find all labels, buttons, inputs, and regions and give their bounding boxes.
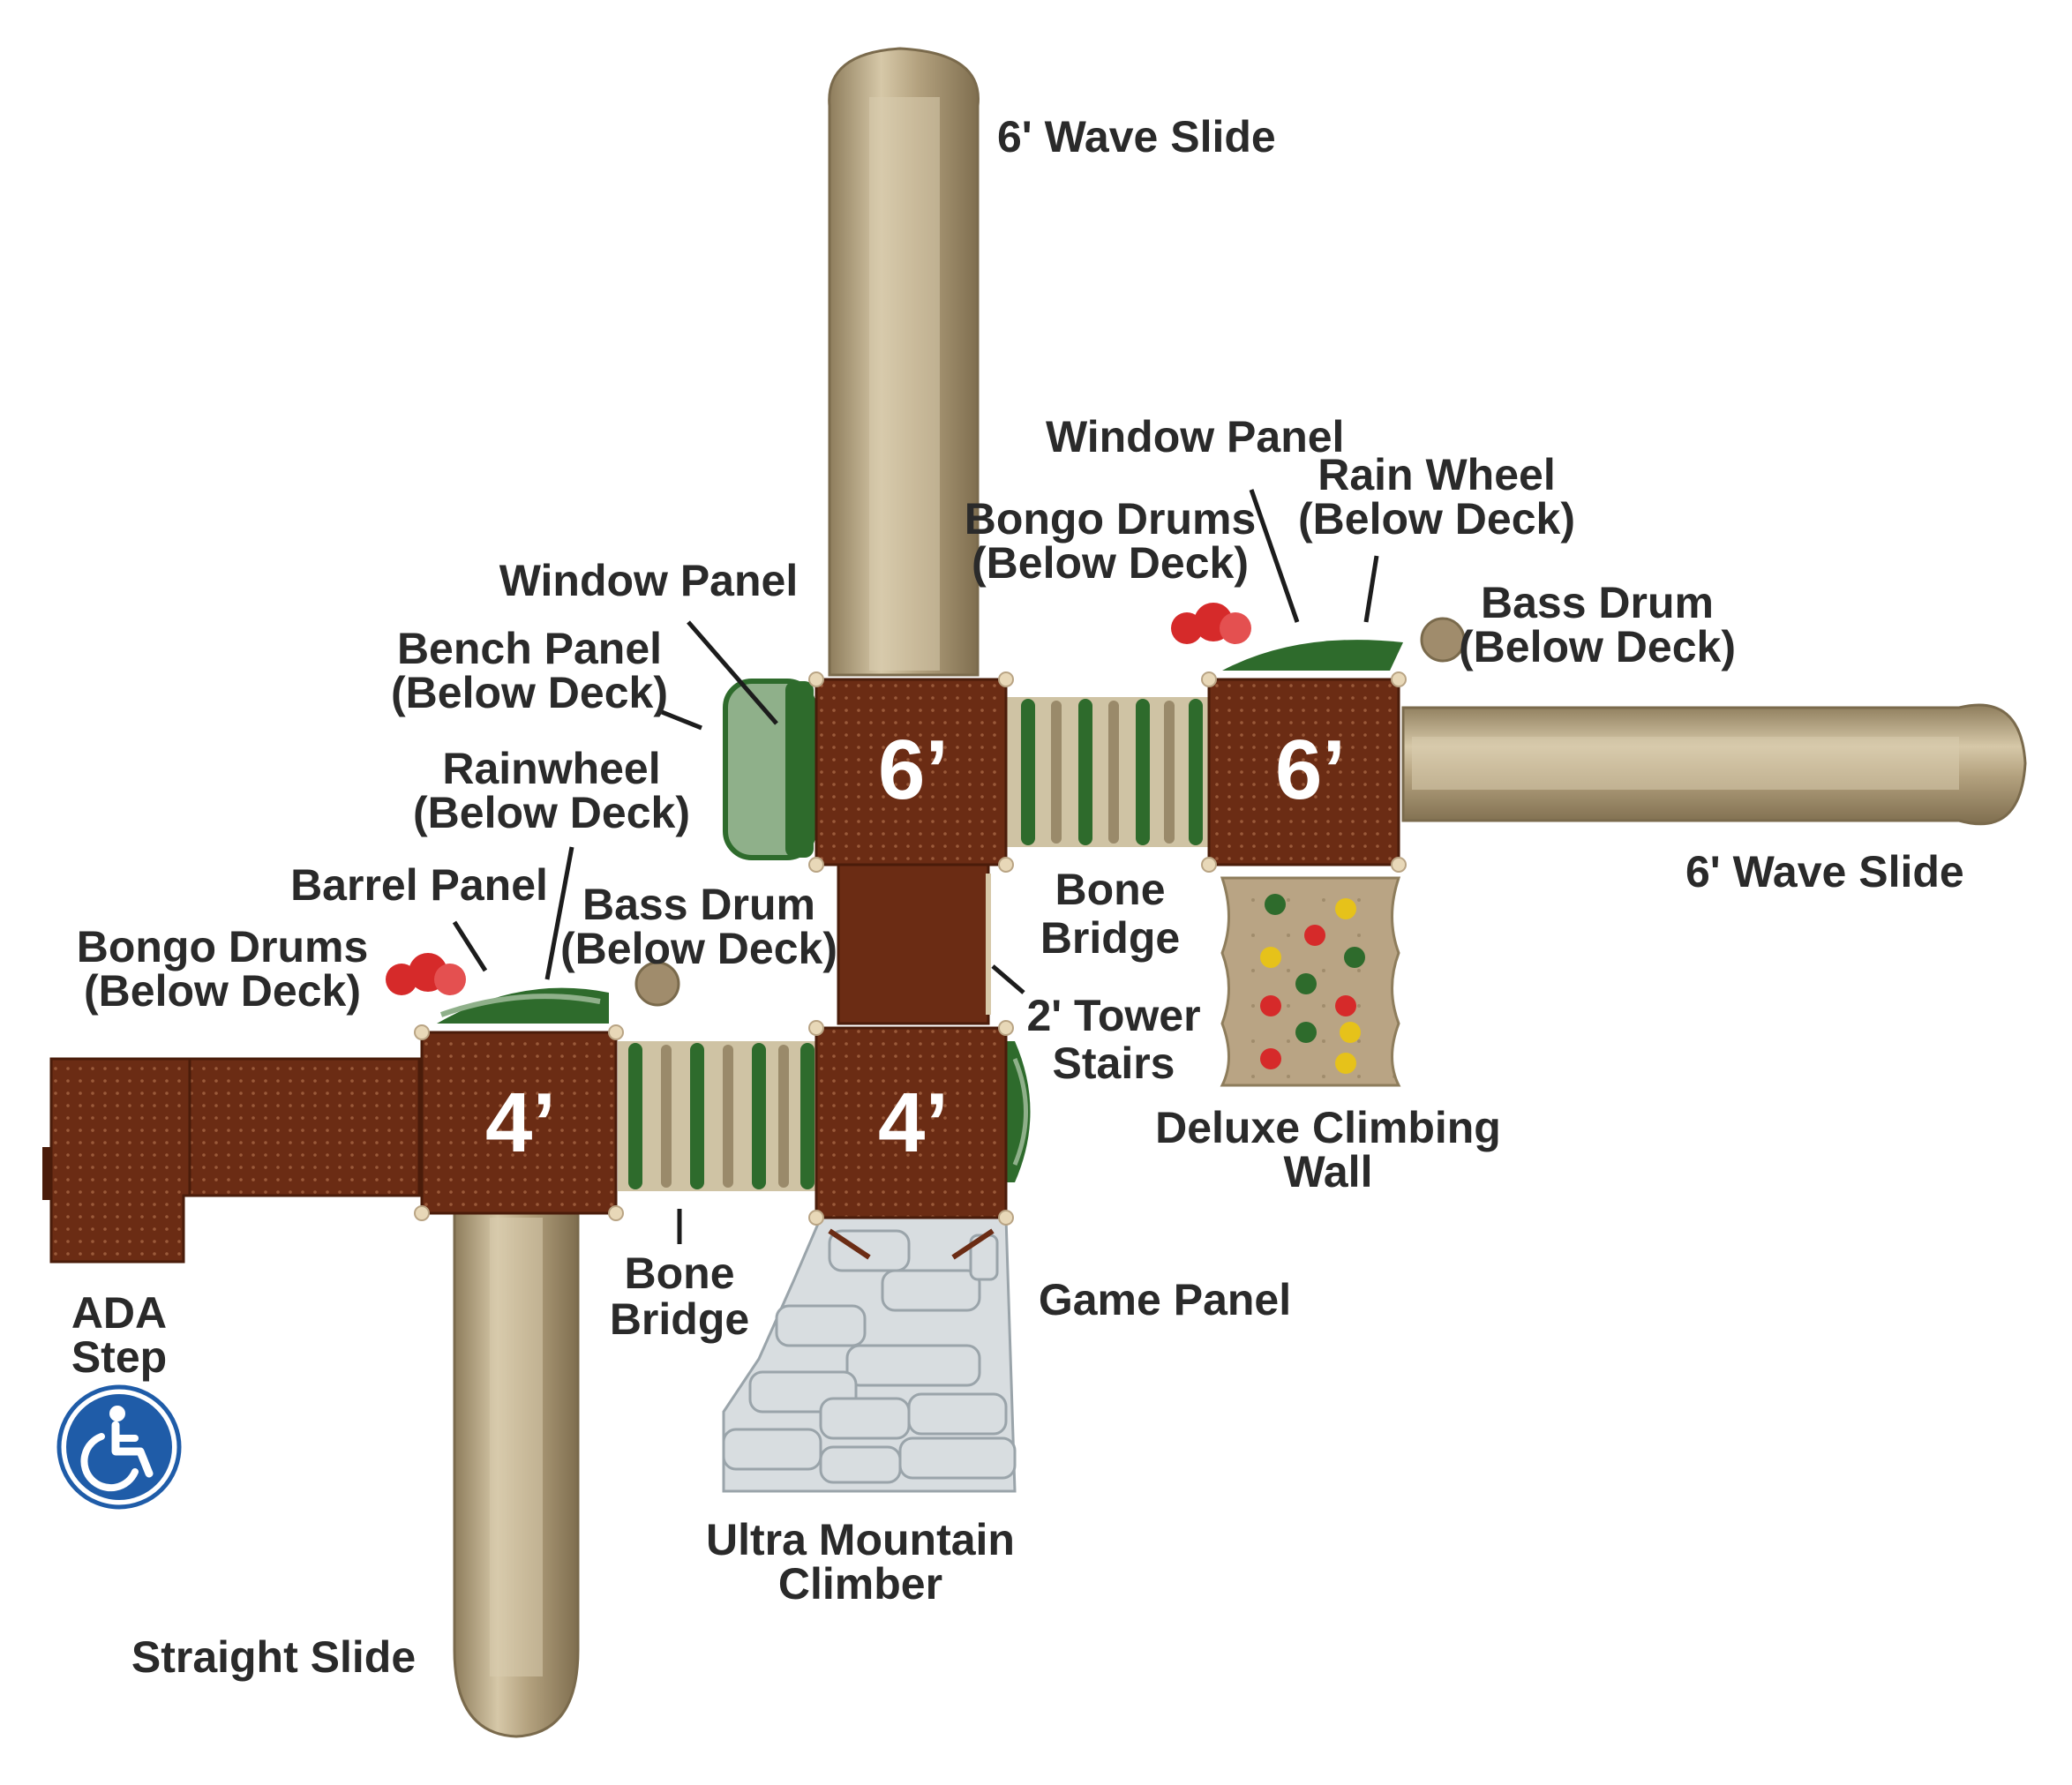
deluxe-climbing-wall xyxy=(1220,876,1401,1087)
ada-step-platform xyxy=(42,1057,421,1264)
label-wave-slide-right: 6' Wave Slide xyxy=(1685,847,1964,896)
bone-bridge-lower xyxy=(618,1041,821,1191)
deck-4-left: 4’ xyxy=(420,1031,618,1215)
ultra-mountain-climber xyxy=(722,1216,1017,1493)
label-bongo-drums-left-sub: (Below Deck) xyxy=(84,966,361,1016)
window-panel-right xyxy=(1222,640,1403,671)
label-ada-step: ADA xyxy=(71,1288,167,1338)
label-bone-bridge-lower-sub: Bridge xyxy=(610,1294,749,1344)
game-panel-side xyxy=(1004,1041,1031,1182)
label-bongo-drums-upper: Bongo Drums xyxy=(965,494,1257,544)
label-bone-bridge-upper-sub: Bridge xyxy=(1040,913,1180,963)
wave-slide-right xyxy=(1401,703,2027,826)
label-ultra-climber-sub: Climber xyxy=(778,1559,942,1609)
label-window-panel-left: Window Panel xyxy=(499,556,798,605)
label-bench-panel: Bench Panel xyxy=(397,624,662,673)
wheelchair-icon xyxy=(56,1384,182,1510)
label-ultra-climber: Ultra Mountain xyxy=(706,1515,1015,1564)
label-climbing-wall: Deluxe Climbing xyxy=(1155,1103,1501,1152)
svg-text:4’: 4’ xyxy=(485,1076,556,1170)
label-straight-slide: Straight Slide xyxy=(131,1632,416,1682)
deck-6-left: 6’ xyxy=(815,678,1008,866)
label-rainwheel-left-sub: (Below Deck) xyxy=(413,788,690,837)
deck-4-right: 4’ xyxy=(815,1026,1008,1219)
leader-lines xyxy=(452,489,1379,1244)
svg-text:6’: 6’ xyxy=(1275,723,1346,817)
bongo-drums-upper xyxy=(1171,603,1251,644)
bench-panel xyxy=(723,679,816,860)
label-window-panel-right: Window Panel xyxy=(1046,412,1344,461)
deck-6-right: 6’ xyxy=(1207,678,1400,866)
label-tower-stairs-sub: Stairs xyxy=(1053,1039,1175,1088)
tower-stairs-ramp xyxy=(837,863,990,1025)
label-game-panel: Game Panel xyxy=(1039,1275,1291,1324)
label-barrel-panel: Barrel Panel xyxy=(290,860,548,910)
label-ada-step-sub: Step xyxy=(71,1332,167,1382)
label-bench-panel-sub: (Below Deck) xyxy=(391,668,668,717)
bass-drum-right xyxy=(1420,617,1466,663)
label-rain-wheel: Rain Wheel xyxy=(1318,450,1555,499)
svg-text:6’: 6’ xyxy=(878,723,949,817)
label-bongo-drums-left: Bongo Drums xyxy=(77,922,369,971)
bone-bridge-upper xyxy=(1006,697,1209,847)
label-bone-bridge-lower: Bone xyxy=(625,1249,735,1298)
label-bone-bridge-upper: Bone xyxy=(1055,865,1166,914)
bongo-drums-left xyxy=(386,953,466,995)
barrel-panel xyxy=(437,987,609,1024)
label-wave-slide-top: 6' Wave Slide xyxy=(997,112,1276,161)
label-rainwheel-left: Rainwheel xyxy=(442,744,660,793)
label-bass-drum-left: Bass Drum xyxy=(582,880,815,929)
label-tower-stairs: 2' Tower xyxy=(1026,991,1200,1040)
label-rain-wheel-sub: (Below Deck) xyxy=(1298,494,1575,544)
straight-slide xyxy=(453,1207,580,1738)
deck-posts xyxy=(414,671,1407,1226)
label-climbing-wall-sub: Wall xyxy=(1284,1147,1373,1196)
label-bass-drum-left-sub: (Below Deck) xyxy=(560,924,837,973)
label-bongo-drums-upper-sub: (Below Deck) xyxy=(972,538,1249,588)
wave-slide-top xyxy=(828,47,980,677)
label-bass-drum-right: Bass Drum xyxy=(1481,578,1714,627)
labels: 6' Wave Slide 6' Wave Slide Window Panel… xyxy=(71,112,1964,1682)
bass-drum-left xyxy=(634,961,680,1007)
label-bass-drum-right-sub: (Below Deck) xyxy=(1459,622,1736,671)
svg-text:4’: 4’ xyxy=(878,1076,949,1170)
